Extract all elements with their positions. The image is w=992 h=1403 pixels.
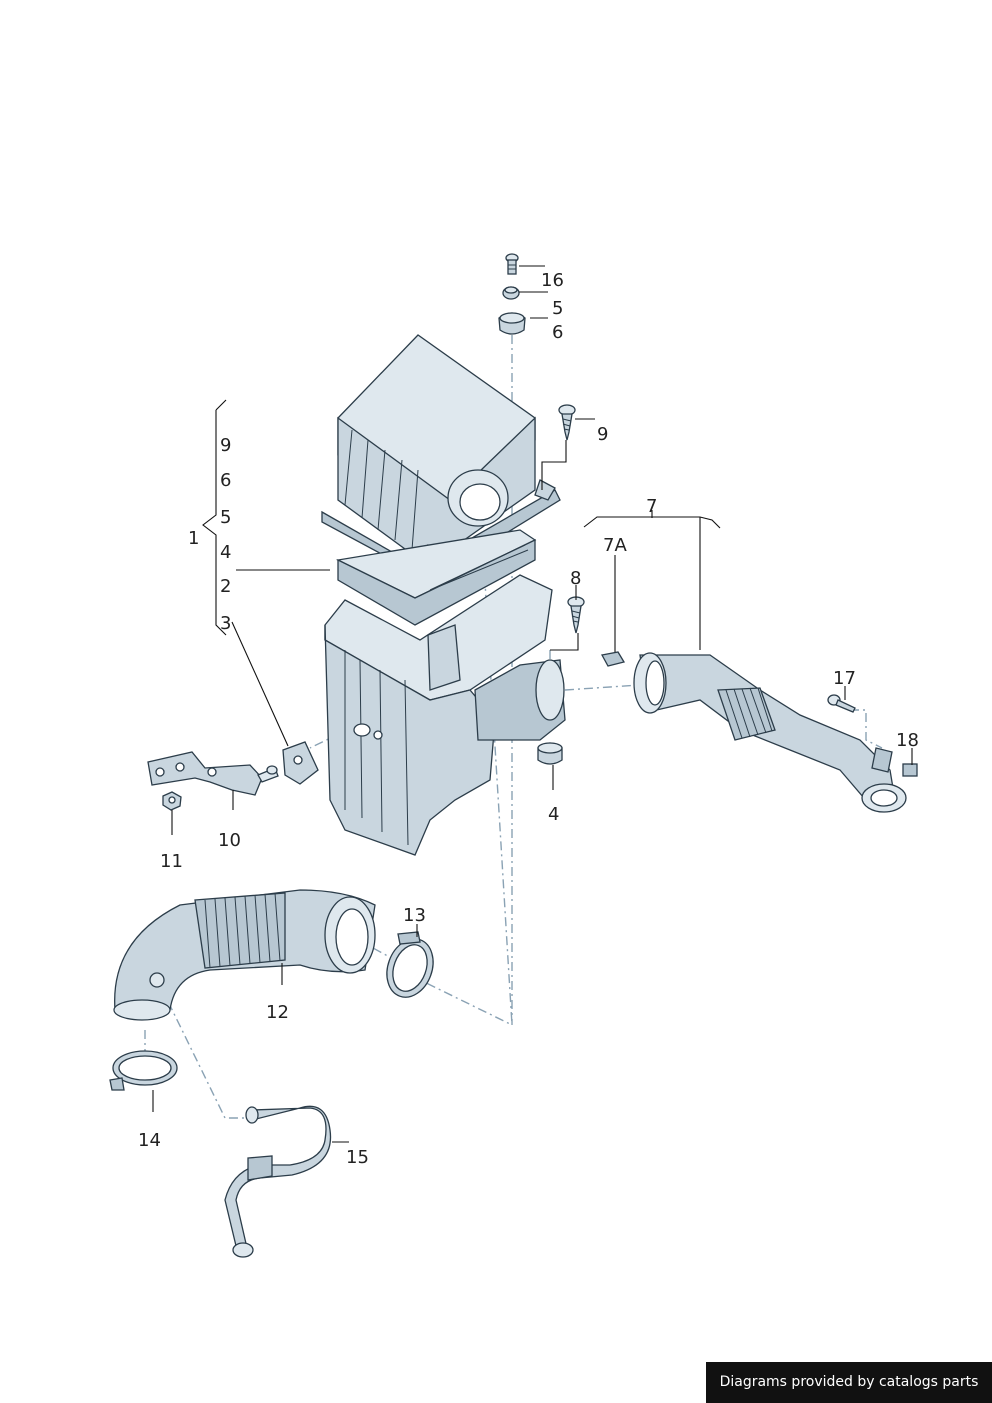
grommet-4-icon	[537, 742, 563, 765]
flange-3-icon	[282, 741, 319, 785]
callout-13: 13	[403, 905, 426, 926]
nut-11-icon	[162, 791, 182, 811]
bracket-10-icon	[147, 751, 279, 796]
callout-5-top: 5	[552, 298, 563, 319]
screw-8-icon	[567, 596, 585, 634]
group-label-1: 1	[188, 528, 199, 549]
group-item-6: 6	[220, 470, 231, 491]
intake-hose-12	[113, 889, 376, 1021]
callout-12: 12	[266, 1002, 289, 1023]
clip-18-icon	[902, 763, 918, 777]
callout-4: 4	[548, 804, 559, 825]
callout-6-top: 6	[552, 322, 563, 343]
callout-8: 8	[570, 568, 581, 589]
clamp-13-icon	[386, 931, 434, 998]
group-item-5: 5	[220, 507, 231, 528]
air-filter-lid	[321, 334, 561, 581]
callout-16: 16	[541, 270, 564, 291]
group-item-2: 2	[220, 576, 231, 597]
callout-18: 18	[896, 730, 919, 751]
credit-banner: Diagrams provided by catalogs parts	[706, 1362, 992, 1403]
breather-hose-15	[224, 1105, 332, 1258]
filter-element	[335, 529, 537, 626]
leader-lines	[152, 265, 913, 1143]
group-item-9: 9	[220, 435, 231, 456]
callout-15: 15	[346, 1147, 369, 1168]
callout-7: 7	[646, 496, 657, 517]
callout-10: 10	[218, 830, 241, 851]
callout-17: 17	[833, 668, 856, 689]
group-item-3: 3	[220, 613, 231, 634]
callout-9-right: 9	[597, 424, 608, 445]
callout-14: 14	[138, 1130, 161, 1151]
screw-17-icon	[827, 694, 856, 713]
grommet-6-icon	[498, 312, 526, 335]
callout-labels: 16 5 6 9 9 6 5 1 4 2 3 7 7A 8 17 18 4 10…	[138, 270, 919, 1168]
clamp-14-icon	[109, 1050, 178, 1091]
clip-7a-icon	[601, 651, 626, 667]
bushing-5-icon	[502, 286, 520, 300]
callout-7a: 7A	[603, 535, 627, 556]
group-item-4: 4	[220, 542, 231, 563]
air-filter-lower-housing	[324, 574, 566, 856]
bolt-16-icon	[505, 253, 519, 275]
intake-duct-7	[633, 652, 907, 813]
callout-11: 11	[160, 851, 183, 872]
screw-9-icon	[558, 404, 576, 441]
